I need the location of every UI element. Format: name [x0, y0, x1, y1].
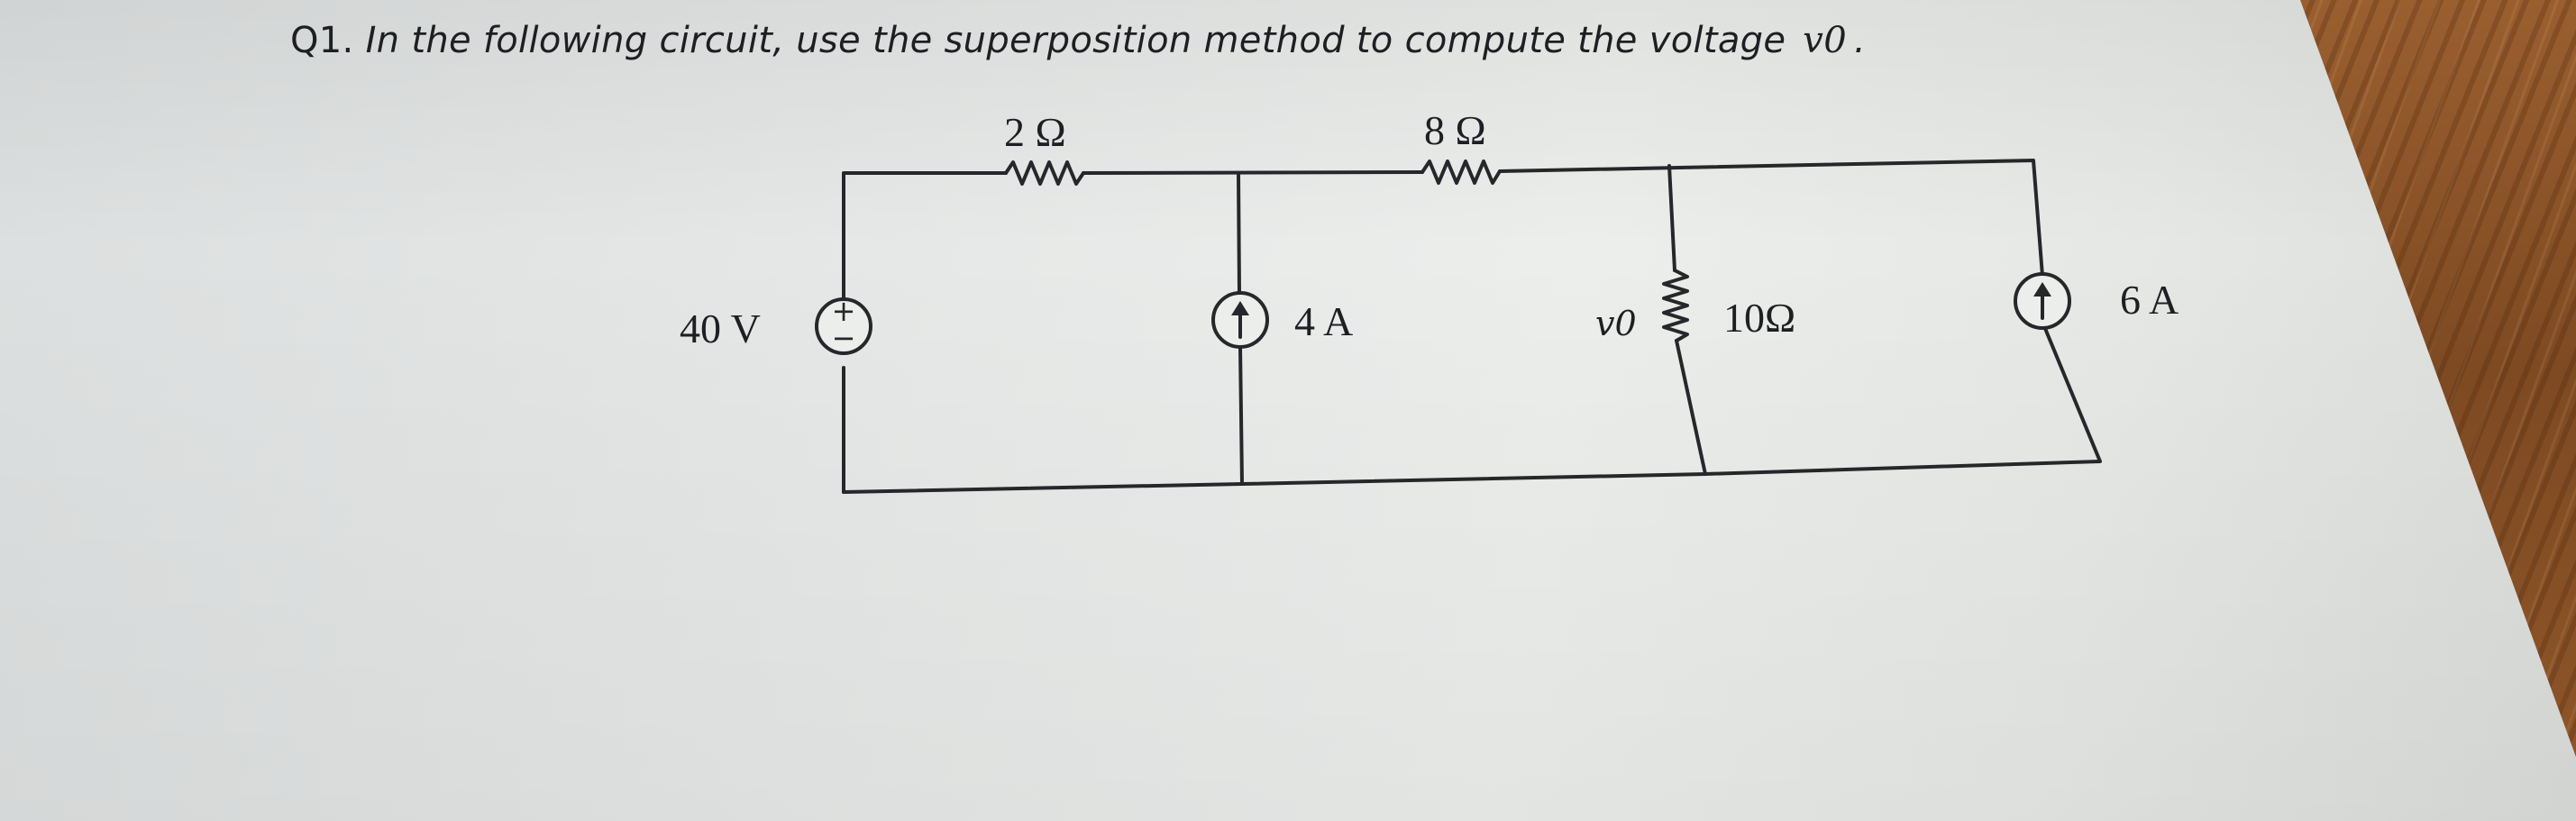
resistor-2-ohm: [1004, 160, 1085, 186]
wire-bottom: [842, 324, 2102, 494]
question-text: Q1. In the following circuit, use the su…: [290, 20, 1866, 61]
label-2-ohm: 2 Ω: [1004, 109, 1066, 155]
voltage-source-40v: + −: [815, 294, 872, 355]
question-number: Q1.: [290, 20, 354, 61]
resistor-10-ohm: [1662, 269, 1689, 342]
wire-4a-bottom: [1238, 345, 1244, 486]
wire-top-right: [1498, 159, 2044, 278]
plus-sign: +: [832, 294, 856, 328]
question-body: In the following circuit, use the superp…: [365, 20, 1786, 61]
question-variable: v0: [1803, 20, 1847, 61]
current-source-4a: [1211, 291, 1269, 349]
wire-top-left: [842, 171, 1008, 319]
label-10-ohm: 10Ω: [1723, 295, 1795, 341]
minus-sign: −: [832, 321, 856, 355]
current-source-6a: [2014, 272, 2071, 330]
label-8-ohm: 8 Ω: [1424, 107, 1486, 153]
resistor-8-ohm: [1420, 160, 1502, 185]
label-6a: 6 A: [2120, 277, 2179, 323]
wire-4a-top: [1237, 171, 1241, 295]
wire-10ohm-bottom: [1675, 339, 1707, 476]
wire-10ohm-top: [1667, 164, 1676, 272]
label-4a: 4 A: [1294, 298, 1353, 344]
label-40v: 40 V: [680, 306, 761, 351]
label-v0: v0: [1595, 304, 1637, 343]
wire-top-middle: [1082, 170, 1424, 175]
question-period: .: [1853, 20, 1866, 61]
